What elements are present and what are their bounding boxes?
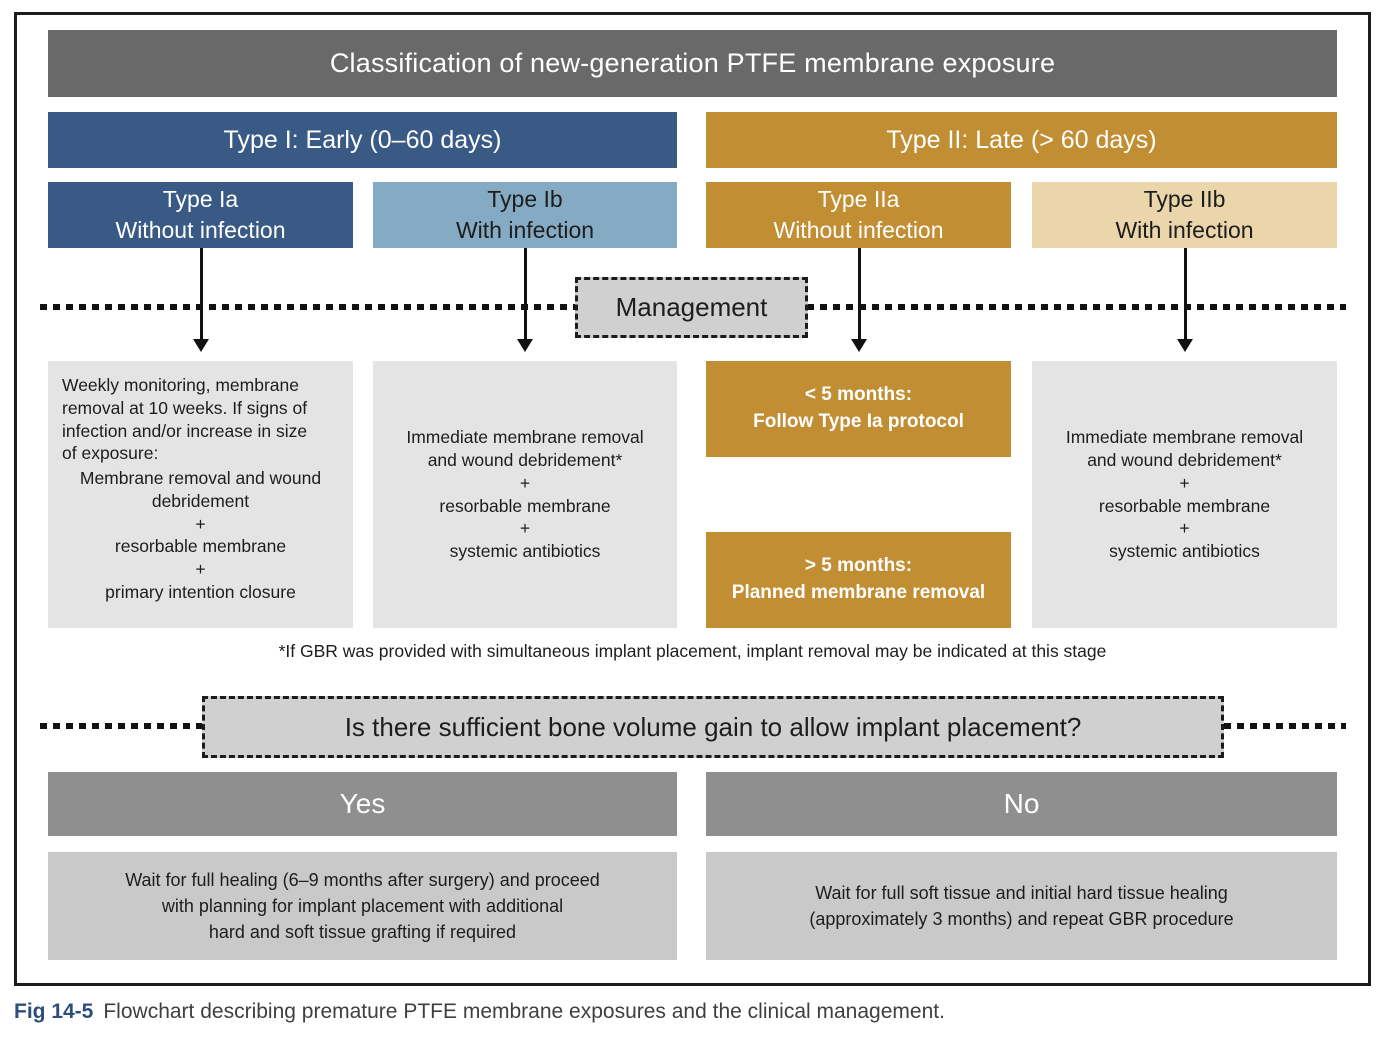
type-ib-management-protocol: Immediate membrane removal and wound deb… — [406, 427, 644, 561]
type2-header-label: Type II: Late (> 60 days) — [886, 125, 1157, 154]
arrow-line — [523, 248, 527, 339]
arrow-line — [1183, 248, 1187, 339]
arrow-type-ib — [517, 248, 533, 352]
arrow-head-icon — [517, 339, 533, 352]
management-label: Management — [615, 292, 768, 322]
no-outcome-text: Wait for full soft tissue and initial ha… — [809, 882, 1234, 929]
type-iia-label: Type IIa Without infection — [773, 185, 944, 243]
type-iia-box: Type IIa Without infection — [706, 182, 1011, 248]
no-label: No — [1003, 788, 1040, 819]
type2-header: Type II: Late (> 60 days) — [706, 112, 1337, 168]
management-type-ia: Weekly monitoring, membrane removal at 1… — [48, 361, 353, 628]
arrow-head-icon — [1177, 339, 1193, 352]
question-dotted-line-right — [1224, 723, 1346, 729]
yes-label: Yes — [339, 788, 386, 819]
diagram-title-bar: Classification of new-generation PTFE me… — [48, 30, 1337, 97]
management-type-iia-lt5: < 5 months: Follow Type Ia protocol — [706, 361, 1011, 457]
yes-outcome-text: Wait for full healing (6–9 months after … — [125, 869, 600, 943]
no-header: No — [706, 772, 1337, 836]
figure-caption-text: Flowchart describing premature PTFE memb… — [103, 1000, 945, 1023]
type-ib-box: Type Ib With infection — [373, 182, 677, 248]
diagram-title: Classification of new-generation PTFE me… — [329, 48, 1056, 78]
type-ia-management-intro: Weekly monitoring, membrane removal at 1… — [62, 375, 308, 464]
no-outcome-box: Wait for full soft tissue and initial ha… — [706, 852, 1337, 960]
type-ib-label: Type Ib With infection — [455, 185, 595, 243]
management-type-ib: Immediate membrane removal and wound deb… — [373, 361, 677, 628]
arrow-type-iib — [1177, 248, 1193, 352]
type-iib-label: Type IIb With infection — [1115, 185, 1254, 243]
bone-volume-question-box: Is there sufficient bone volume gain to … — [202, 696, 1224, 758]
type-ia-label: Type Ia Without infection — [115, 185, 286, 243]
management-box: Management — [575, 277, 808, 338]
gbr-footnote: *If GBR was provided with simultaneous i… — [278, 641, 1107, 661]
bone-volume-question: Is there sufficient bone volume gain to … — [344, 711, 1082, 742]
question-dotted-line-left — [40, 723, 202, 729]
arrow-type-ia — [193, 248, 209, 352]
arrow-type-iia — [851, 248, 867, 352]
yes-header: Yes — [48, 772, 677, 836]
type-iia-lt5-label: < 5 months: Follow Type Ia protocol — [753, 384, 964, 432]
management-type-iia-gt5: > 5 months: Planned membrane removal — [706, 532, 1011, 628]
arrow-head-icon — [193, 339, 209, 352]
type-ia-management-protocol: Membrane removal and wound debridement +… — [79, 468, 322, 602]
management-type-iib: Immediate membrane removal and wound deb… — [1032, 361, 1337, 628]
type1-header-label: Type I: Early (0–60 days) — [223, 125, 502, 154]
yes-outcome-box: Wait for full healing (6–9 months after … — [48, 852, 677, 960]
arrow-head-icon — [851, 339, 867, 352]
figure-number: Fig 14-5 — [14, 1000, 94, 1023]
type-iib-box: Type IIb With infection — [1032, 182, 1337, 248]
type-iia-gt5-label: > 5 months: Planned membrane removal — [731, 555, 986, 603]
type-iib-management-protocol: Immediate membrane removal and wound deb… — [1065, 427, 1304, 561]
type-ia-box: Type Ia Without infection — [48, 182, 353, 248]
arrow-line — [199, 248, 203, 339]
type1-header: Type I: Early (0–60 days) — [48, 112, 677, 168]
arrow-line — [857, 248, 861, 339]
figure-caption: Fig 14-5 Flowchart describing premature P… — [14, 1000, 1374, 1024]
